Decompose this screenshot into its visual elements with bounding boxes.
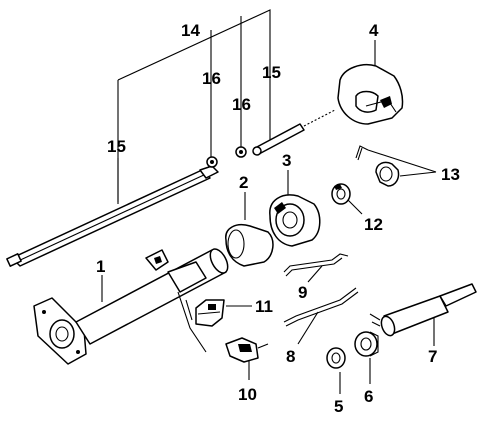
callout-4: 4 [369,21,379,40]
callout-labels: 14 16 16 15 15 4 3 2 1 13 12 9 11 8 10 7… [96,21,460,416]
part-5-bushing [326,347,346,369]
part-2-shroud [225,224,274,267]
part-15-short-rod [252,109,336,156]
leader-13b [399,171,437,177]
part-16-fasteners [206,146,247,168]
part-3-signal-housing [269,194,321,247]
leader-13a [367,149,437,173]
callout-3: 3 [282,151,291,170]
callout-15-left: 15 [107,137,126,156]
leader-14-right [117,9,271,140]
callout-5: 5 [334,397,343,416]
callout-16-right: 16 [232,95,251,114]
callout-8: 8 [286,347,295,366]
callout-14: 14 [181,21,200,40]
part-1-column-jacket [33,248,229,365]
callout-15-right: 15 [262,63,281,82]
part-9-rod [283,253,349,277]
callout-7: 7 [428,347,437,366]
callout-6: 6 [364,387,373,406]
part-8-rod [283,287,359,327]
part-7-shaft [369,283,477,337]
part-10-bracket [225,337,269,363]
part-12-bearing [331,183,351,205]
callout-12: 12 [364,215,383,234]
callout-9: 9 [298,283,307,302]
part-13-clip [355,145,400,187]
callout-10: 10 [238,385,257,404]
leader-12 [345,197,363,215]
callout-13: 13 [441,165,460,184]
leader-lines [101,9,437,394]
callout-2: 2 [239,173,248,192]
leader-8 [297,311,319,345]
leader-9 [307,265,323,283]
callout-11: 11 [255,297,273,316]
callout-16-left: 16 [202,69,221,88]
part-15-shift-rod [6,165,219,267]
callout-1: 1 [96,257,105,276]
part-4-housing [337,64,404,125]
part-11-switch [195,299,225,327]
part-6-sleeve [354,331,379,357]
